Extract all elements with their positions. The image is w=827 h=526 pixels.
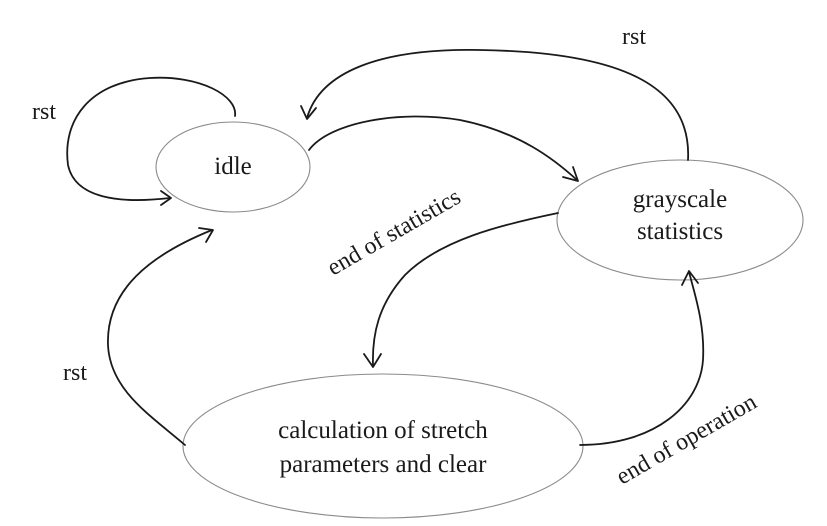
label-calculation-grayscale: end of operation [612,389,761,490]
label-idle-self: rst [32,99,56,125]
arrowhead-idle-grayscale [562,166,579,182]
label-calculation-idle: rst [63,360,87,386]
transition-grayscale-to-idle: rst [300,24,689,161]
label-grayscale-calculation: end of statistics [323,184,465,281]
edge-idle-self [66,76,236,201]
arrowhead-calculation-idle [198,227,214,243]
state-idle-ellipse [155,121,311,213]
arrowhead-grayscale-idle [300,105,317,120]
state-grayscale-statistics: grayscale statistics [556,159,804,281]
transition-calculation-to-grayscale: end of operation [579,270,761,490]
transition-grayscale-to-calculation: end of statistics [323,184,559,368]
state-grayscale-line2: statistics [637,218,723,245]
edge-calculation-idle [107,229,213,446]
transition-idle-self-loop: rst [32,76,236,206]
edge-idle-grayscale [308,115,578,181]
edge-grayscale-calculation [372,212,559,367]
state-grayscale-ellipse [556,159,804,281]
state-calculation-ellipse [182,373,584,519]
state-calculation-line2: parameters and clear [280,451,487,478]
state-calculation-line1: calculation of stretch [278,417,488,444]
transition-idle-to-grayscale [308,115,579,182]
arrowhead-calculation-grayscale [681,270,699,286]
state-idle-label: idle [214,153,252,180]
arrowhead-grayscale-calculation [363,353,382,368]
edge-grayscale-idle [306,49,689,161]
arrowhead-idle-self [160,190,172,206]
state-grayscale-line1: grayscale [633,186,727,213]
transition-calculation-to-idle: rst [63,227,214,446]
state-calculation: calculation of stretch parameters and cl… [182,373,584,519]
label-grayscale-idle: rst [622,24,646,50]
edge-calculation-grayscale [579,271,705,446]
state-idle: idle [155,121,311,213]
